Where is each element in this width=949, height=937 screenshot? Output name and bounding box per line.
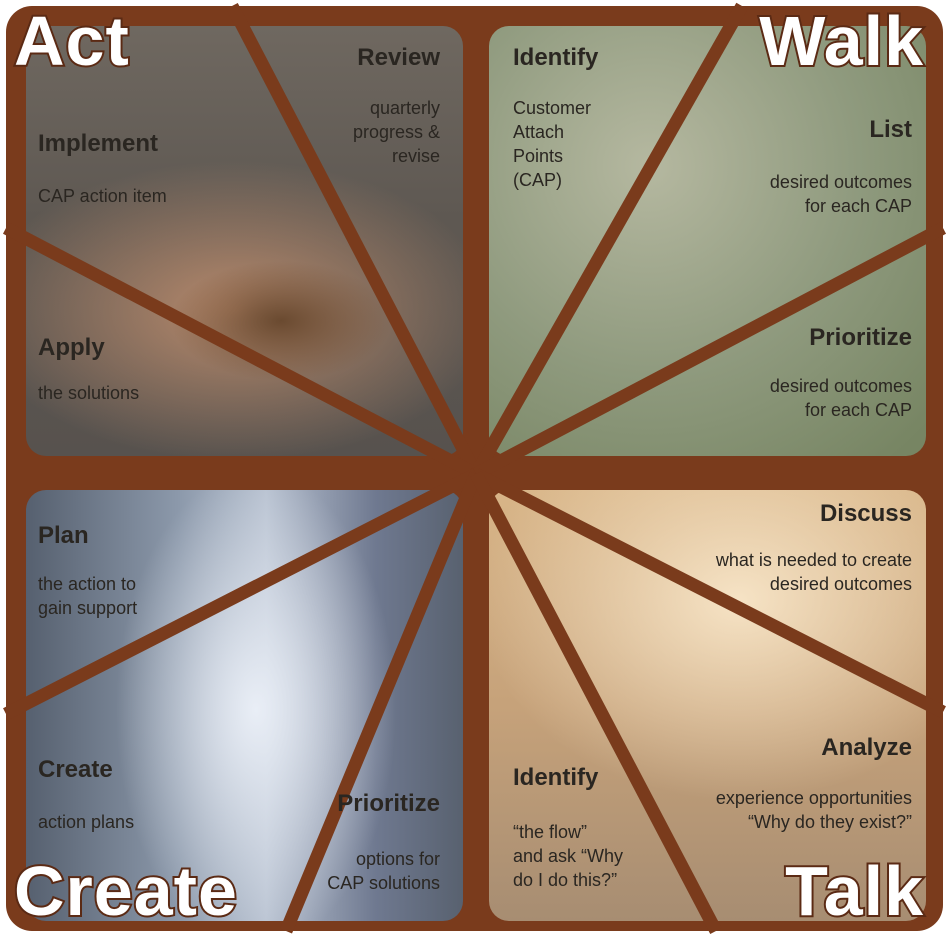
- create-create-heading: Create: [38, 756, 113, 783]
- spoke-create-plan: [3, 468, 479, 720]
- spoke-talk-identify: [470, 470, 722, 935]
- act-apply-text: the solutions: [38, 383, 140, 403]
- walk-list-text-2: for each CAP: [804, 196, 912, 216]
- talk-identify-text-3: do I do this?”: [513, 870, 618, 890]
- walk-identify-heading: Identify: [513, 44, 599, 71]
- act-implement-text: CAP action item: [38, 186, 167, 206]
- talk-discuss-text-2: desired outcomes: [769, 574, 912, 594]
- spoke-act-implement: [2, 222, 480, 480]
- talk-analyze-text-2: “Why do they exist?”: [747, 812, 912, 832]
- spoke-act-review: [226, 2, 482, 478]
- walk-identify-text-1: Customer: [513, 98, 592, 118]
- talk-identify-text-1: “the flow”: [513, 822, 588, 842]
- walk-quadrant: [489, 26, 926, 456]
- talk-analyze-heading: Analyze: [821, 734, 912, 761]
- talk-title: Talk: [783, 852, 925, 930]
- create-title: Create: [12, 852, 239, 930]
- act-review-text-3: revise: [391, 146, 440, 166]
- create-quadrant: [26, 490, 463, 921]
- act-implement-heading: Implement: [38, 130, 159, 157]
- talk-quadrant: [489, 490, 926, 921]
- walk-prioritize-text-1: desired outcomes: [769, 376, 912, 396]
- act-review-heading: Review: [357, 44, 440, 71]
- walk-identify-text-3: Points: [513, 146, 564, 166]
- act-quadrant: [26, 26, 463, 456]
- spoke-walk-list: [470, 2, 748, 478]
- create-prioritize-text-2: CAP solutions: [327, 873, 440, 893]
- create-prioritize-text-1: options for: [355, 849, 440, 869]
- spoke-walk-prioritize: [472, 222, 947, 480]
- walk-list-heading: List: [869, 116, 912, 143]
- walk-identify-text-4: (CAP): [513, 170, 562, 190]
- create-prioritize-heading: Prioritize: [337, 790, 440, 817]
- create-plan-text-2: gain support: [38, 598, 138, 618]
- walk-title: Walk: [757, 2, 925, 80]
- act-apply-heading: Apply: [38, 334, 105, 361]
- create-create-text: action plans: [38, 812, 135, 832]
- create-plan-heading: Plan: [38, 522, 89, 549]
- talk-identify-heading: Identify: [513, 764, 599, 791]
- spoke-create-prioritize: [279, 471, 483, 934]
- walk-prioritize-text-2: for each CAP: [804, 400, 912, 420]
- talk-analyze-text-1: experience opportunities: [715, 788, 912, 808]
- act-review-text-1: quarterly: [369, 98, 440, 118]
- spoke-talk-analyze: [473, 468, 946, 718]
- create-plan-text-1: the action to: [38, 574, 137, 594]
- walk-list-text-1: desired outcomes: [769, 172, 912, 192]
- walk-identify-text-2: Attach: [513, 122, 565, 142]
- talk-discuss-heading: Discuss: [819, 500, 912, 527]
- act-review-text-2: progress &: [352, 122, 440, 142]
- walk-prioritize-heading: Prioritize: [809, 324, 912, 351]
- talk-discuss-text-1: what is needed to create: [715, 550, 912, 570]
- talk-identify-text-2: and ask “Why: [513, 846, 624, 866]
- act-title: Act: [12, 2, 131, 80]
